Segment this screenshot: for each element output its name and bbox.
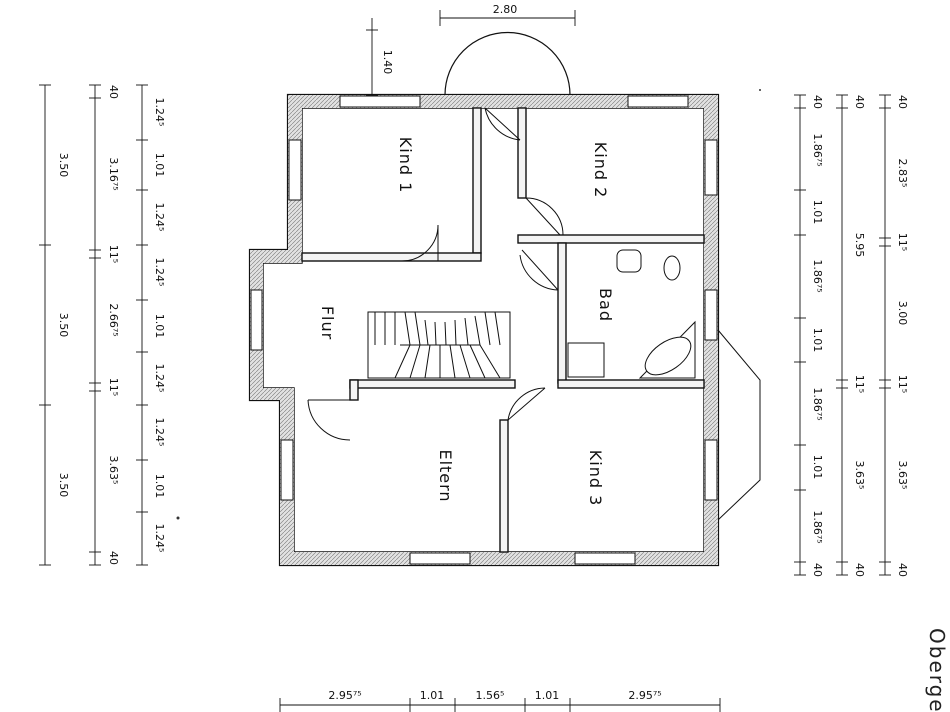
dimension-labels: 2.80 1.40 3.50 3.50 3.50 40 3.16⁷⁵ 11⁵ 2… — [57, 3, 909, 702]
window-kind3-right — [704, 439, 718, 501]
dim-right-outer-5: 11⁵ — [896, 375, 909, 393]
wall-kind2-west — [517, 107, 527, 199]
dim-left-mid-3: 11⁵ — [107, 245, 120, 263]
speck-1 — [176, 516, 180, 520]
door-kind1 — [401, 224, 439, 262]
window-eltern-left — [280, 439, 294, 501]
wall-kind1-south — [301, 252, 482, 262]
door-balcony — [484, 107, 521, 141]
dim-left-inner-9: 1.24⁵ — [153, 524, 166, 553]
door-bad — [519, 249, 559, 291]
wall-eltern-kind3 — [499, 419, 509, 553]
dim-right-inner-2: 1.86⁷⁵ — [811, 133, 824, 166]
dim-right-inner-1: 40 — [811, 95, 824, 109]
wall-kind1-east — [472, 107, 482, 254]
dim-left-inner-8: 1.01 — [153, 474, 166, 499]
dim-left-inner-6: 1.24⁵ — [153, 364, 166, 393]
dim-left-inner-4: 1.24⁵ — [153, 258, 166, 287]
dim-bottom-5: 2.95⁷⁵ — [628, 689, 661, 702]
room-label-flur: Flur — [318, 306, 337, 340]
dim-bottom-3: 1.56⁵ — [476, 689, 505, 702]
room-labels: Kind 1 Kind 2 Bad Flur Eltern Kind 3 — [318, 137, 615, 507]
window-kind1-top — [339, 95, 421, 108]
bay-window — [717, 329, 761, 521]
dim-right-outer-4: 3.00 — [896, 301, 909, 326]
dim-left-inner-1: 1.24⁵ — [153, 98, 166, 127]
dim-bottom-4: 1.01 — [535, 689, 560, 702]
toilet-icon — [663, 255, 681, 281]
dim-left-mid-2: 3.16⁷⁵ — [107, 157, 120, 190]
dim-left-inner-3: 1.24⁵ — [153, 203, 166, 232]
dim-right-inner-3: 1.01 — [811, 200, 824, 225]
windows — [250, 95, 718, 565]
balcony-arc — [444, 31, 571, 96]
dim-left-mid-4: 2.66⁷⁵ — [107, 303, 120, 336]
bathtub-basin-icon — [644, 336, 692, 376]
wall-kind2-south — [517, 234, 705, 244]
washbasin-icon — [616, 249, 642, 273]
dim-right-inner-8: 1.86⁷⁵ — [811, 510, 824, 543]
dim-left-mid-1: 40 — [107, 85, 120, 99]
room-label-eltern: Eltern — [436, 449, 455, 502]
wall-bad-south — [557, 379, 705, 389]
dim-left-mid-5: 11⁵ — [107, 378, 120, 396]
window-kind1-left — [288, 139, 302, 201]
dim-right-outer-2: 2.83⁵ — [896, 159, 909, 188]
dim-right-outer-1: 40 — [896, 95, 909, 109]
dim-right-outer-7: 40 — [896, 563, 909, 577]
window-kind2-top — [627, 95, 689, 108]
wall-eltern-west-stub — [349, 379, 359, 401]
dim-right-mid-5: 40 — [853, 563, 866, 577]
dim-right-outer-6: 3.63⁵ — [896, 461, 909, 490]
window-bad-right — [704, 289, 718, 341]
stair-outline — [367, 311, 511, 379]
dimension-lines — [39, 10, 891, 712]
window-flur-left — [250, 289, 263, 351]
bathroom-fixtures — [567, 249, 696, 379]
room-label-kind1: Kind 1 — [396, 137, 415, 194]
room-label-kind3: Kind 3 — [586, 450, 605, 507]
window-eltern-bottom — [409, 552, 471, 565]
dim-right-mid-2: 5.95 — [853, 233, 866, 258]
dim-left-mid-7: 40 — [107, 551, 120, 565]
doors — [307, 107, 564, 441]
door-eltern — [307, 399, 351, 441]
shower-tray-icon — [567, 342, 605, 378]
room-label-bad: Bad — [596, 288, 615, 322]
dim-right-inner-9: 40 — [811, 563, 824, 577]
dim-left-inner-7: 1.24⁵ — [153, 418, 166, 447]
drawing-title: Oberge — [925, 628, 949, 712]
dim-left-outer-1: 3.50 — [57, 153, 70, 178]
room-label-kind2: Kind 2 — [591, 142, 610, 199]
dim-bottom-2: 1.01 — [420, 689, 445, 702]
speck-2 — [759, 89, 761, 91]
dim-top-width: 2.80 — [493, 3, 518, 16]
door-kind2 — [525, 197, 564, 236]
dim-right-inner-7: 1.01 — [811, 455, 824, 480]
dim-right-inner-6: 1.86⁷⁵ — [811, 387, 824, 420]
dim-right-outer-3: 11⁵ — [896, 233, 909, 251]
stair-treads — [374, 311, 501, 379]
door-kind3 — [507, 387, 546, 421]
dim-left-inner-5: 1.01 — [153, 314, 166, 339]
window-kind3-bottom — [574, 552, 636, 565]
wall-bad-west — [557, 242, 567, 384]
dim-left-inner-2: 1.01 — [153, 153, 166, 178]
dim-right-mid-4: 3.63⁵ — [853, 461, 866, 490]
window-kind2-right — [704, 139, 718, 196]
dim-right-inner-5: 1.01 — [811, 328, 824, 353]
dim-right-mid-1: 40 — [853, 95, 866, 109]
dim-right-mid-3: 11⁵ — [853, 375, 866, 393]
interior-walls — [301, 107, 705, 553]
dim-left-outer-2: 3.50 — [57, 313, 70, 338]
staircase — [367, 311, 511, 379]
dim-top-balcony: 1.40 — [381, 50, 394, 75]
dim-left-outer-3: 3.50 — [57, 473, 70, 498]
wall-eltern-north — [349, 379, 516, 389]
dim-right-inner-4: 1.86⁷⁵ — [811, 259, 824, 292]
dim-left-mid-6: 3.63⁵ — [107, 456, 120, 485]
dim-bottom-1: 2.95⁷⁵ — [328, 689, 361, 702]
